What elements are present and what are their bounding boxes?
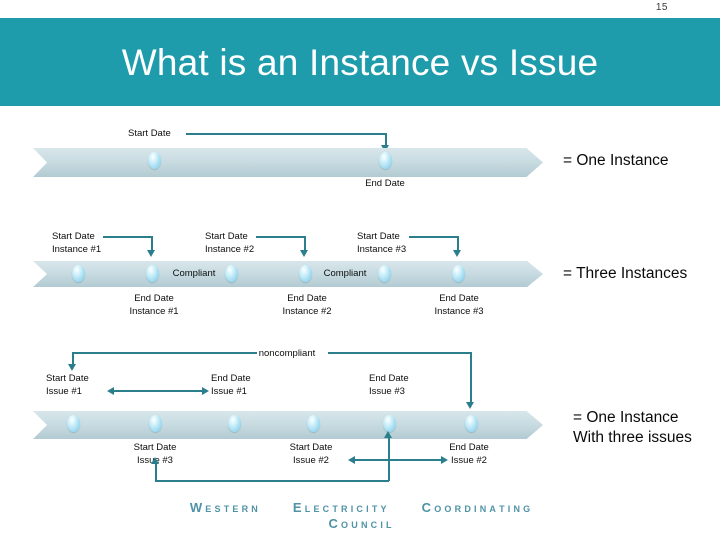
connector-noncompliant-right [328, 352, 471, 354]
label-line-2: Issue #2 [451, 455, 487, 466]
timeline-dot [465, 415, 478, 432]
arrow-up-icon-issue3 [151, 457, 159, 464]
label-start-instance-1: Start Date Instance #1 [52, 230, 101, 256]
timeline-dot [378, 265, 391, 282]
label-end-issue-1: End Date Issue #1 [211, 372, 251, 398]
connector-start-i2-vertical [304, 236, 306, 252]
label-line-2: Instance #1 [129, 306, 179, 317]
label-line-1: Start Date [289, 442, 333, 453]
connector-start-1-horizontal [186, 133, 386, 135]
label-compliant-2: Compliant [323, 268, 367, 279]
result-label-three-instances: = Three Instances [563, 265, 688, 282]
label-start-issue-2: Start Date Issue #2 [290, 441, 333, 467]
connector-noncompliant-right-vertical [470, 352, 472, 404]
arrow-left-icon-issue1 [107, 387, 114, 395]
label-line-2: Issue #1 [211, 386, 247, 397]
timeline-dot [299, 265, 312, 282]
timeline-band-one-instance [33, 148, 543, 177]
connector-issue2-span [354, 459, 442, 461]
timeline-dot [149, 415, 162, 432]
label-end-issue-2: End Date Issue #2 [449, 441, 489, 467]
timeline-band-one-instance-three-issues [33, 411, 543, 439]
label-compliant-1: Compliant [172, 268, 216, 279]
label-start-date-1: Start Date [128, 128, 171, 139]
label-line-2: Instance #3 [434, 306, 484, 317]
label-line-2: Instance #1 [52, 244, 102, 255]
timeline-dot [383, 415, 396, 432]
label-end-instance-2: End Date Instance #2 [282, 292, 331, 318]
label-start-issue-1: Start Date Issue #1 [46, 372, 89, 398]
title-band [0, 18, 720, 106]
page-title: What is an Instance vs Issue [121, 42, 599, 83]
label-start-instance-3: Start Date Instance #3 [357, 230, 406, 256]
label-end-instance-1: End Date Instance #1 [129, 292, 178, 318]
label-line-2: Instance #2 [205, 244, 255, 255]
timeline-dot [307, 415, 320, 432]
connector-issue1-span [113, 390, 203, 392]
timeline-dot [228, 415, 241, 432]
label-end-instance-3: End Date Instance #3 [434, 292, 483, 318]
label-end-date-1: End Date [365, 178, 405, 189]
label-line-1: Start Date [205, 231, 248, 242]
connector-issue3-vertical [155, 463, 157, 481]
label-line-2: Issue #2 [293, 455, 329, 466]
label-line-1: End Date [369, 373, 409, 384]
connector-noncompliant-left-vertical [72, 352, 74, 366]
connector-issue3-horizontal [155, 480, 389, 482]
connector-start-i3-horizontal [409, 236, 458, 238]
label-line-1: End Date [449, 442, 489, 453]
connector-start-i1-vertical [151, 236, 153, 252]
arrow-up-icon-issue2 [384, 431, 392, 438]
label-noncompliant: noncompliant [258, 348, 316, 359]
result-label-one-instance-three-issues-line1: = One Instance [573, 409, 679, 426]
timeline-dot [67, 415, 80, 432]
timeline-dot [452, 265, 465, 282]
label-line-1: End Date [287, 293, 327, 304]
connector-start-1-vertical [385, 133, 387, 147]
connector-start-i3-vertical [457, 236, 459, 252]
label-line-1: End Date [134, 293, 174, 304]
timeline-dot [379, 152, 392, 169]
timeline-dot [148, 152, 161, 169]
label-line-2: Instance #3 [357, 244, 407, 255]
label-line-1: Start Date [357, 231, 400, 242]
label-line-1: Start Date [46, 373, 89, 384]
label-line-2: Instance #2 [282, 306, 332, 317]
result-label-one-instance-three-issues-line2: With three issues [573, 429, 692, 446]
connector-start-i2-horizontal [256, 236, 305, 238]
label-line-1: End Date [439, 293, 479, 304]
arrow-down-icon-start-i1 [147, 250, 155, 257]
timeline-dot [72, 265, 85, 282]
timeline-dot [225, 265, 238, 282]
connector-issue2-vertical [388, 437, 390, 481]
arrow-right-icon-issue2 [441, 456, 448, 464]
arrow-right-icon-issue1 [202, 387, 209, 395]
label-line-1: Start Date [133, 442, 177, 453]
arrow-down-icon-start-i3 [453, 250, 461, 257]
slide-number: 15 [655, 2, 668, 13]
arrow-down-icon-noncompliant-left [68, 364, 76, 371]
connector-start-i1-horizontal [103, 236, 152, 238]
result-label-one-instance: = One Instance [563, 152, 669, 169]
label-end-issue-3: End Date Issue #3 [369, 372, 409, 398]
arrow-left-icon-issue2 [348, 456, 355, 464]
label-line-2: Issue #1 [46, 386, 82, 397]
label-line-1: End Date [211, 373, 251, 384]
arrow-down-icon-noncompliant-right [466, 402, 474, 409]
label-start-instance-2: Start Date Instance #2 [205, 230, 254, 256]
timeline-dot [146, 265, 159, 282]
arrow-down-icon-start-i2 [300, 250, 308, 257]
timeline-band-three-instances [33, 261, 543, 287]
connector-noncompliant-left [72, 352, 257, 354]
label-line-2: Issue #3 [369, 386, 405, 397]
label-line-1: Start Date [52, 231, 95, 242]
